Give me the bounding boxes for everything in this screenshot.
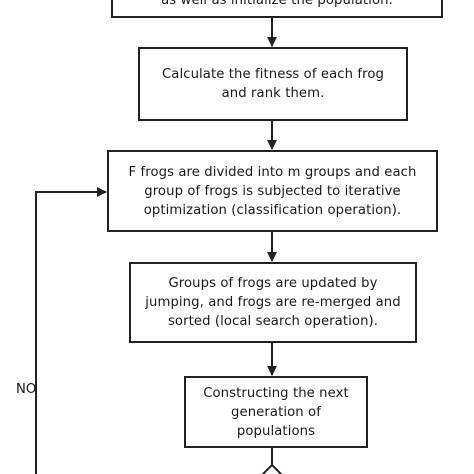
step-text-line: group of frogs is subjected to iterative [144, 183, 401, 199]
step-text-line: jumping, and frogs are re-merged and [145, 295, 401, 310]
step-update-groups: Groups of frogs are updated by jumping, … [129, 262, 417, 343]
step-text-line: sorted (local search operation). [167, 314, 379, 329]
step-initialize-population: as well as initialize the population. [111, 0, 443, 18]
step-text-line: F frogs are divided into m groups and ea… [128, 164, 417, 180]
step-construct-generation: Constructing the next generation of popu… [184, 376, 368, 448]
step-text-line: Groups of frogs are updated by [168, 276, 378, 291]
step-text-line: generation of [231, 404, 321, 420]
step-text-line: and rank them. [221, 86, 325, 101]
step-divide-groups: F frogs are divided into m groups and ea… [107, 150, 438, 232]
step-text-line: as well as initialize the population. [161, 0, 393, 8]
step-text-line: populations [236, 423, 316, 439]
loop-label-no: NO [16, 382, 37, 397]
step-text-line: Calculate the fitness of each frog [161, 67, 384, 82]
step-text-line: optimization (classification operation). [143, 202, 402, 218]
step-calculate-fitness: Calculate the fitness of each frog and r… [138, 47, 408, 121]
step-text-line: Constructing the next [203, 385, 349, 401]
decision-diamond [261, 463, 283, 474]
loop-back-arrow-no [35, 187, 107, 474]
